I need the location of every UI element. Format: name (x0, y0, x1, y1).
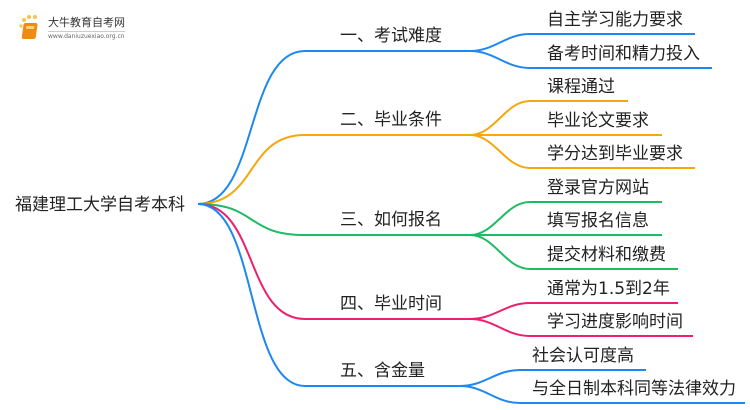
leaf-node[interactable]: 与全日制本科同等法律效力 (532, 379, 736, 399)
book-logo-icon (19, 15, 38, 39)
branch-node[interactable]: 二、毕业条件 (340, 110, 442, 130)
branch-node[interactable]: 三、如何报名 (340, 210, 442, 230)
branch-connector (197, 50, 480, 205)
branch-node[interactable]: 四、毕业时间 (340, 294, 442, 314)
logo-url: www.daniuzuexiao.org.cn (48, 30, 125, 40)
leaf-connector (469, 201, 662, 236)
branch-connector (197, 134, 480, 205)
leaf-connector (469, 33, 695, 52)
leaf-connector (469, 50, 712, 69)
leaf-node[interactable]: 毕业论文要求 (547, 111, 649, 131)
leaf-node[interactable]: 课程通过 (547, 77, 615, 97)
branch-connector (197, 203, 480, 236)
leaf-connector (459, 385, 745, 404)
leaf-node[interactable]: 登录官方网站 (547, 178, 649, 198)
branch-node[interactable]: 五、含金量 (340, 361, 425, 381)
leaf-node[interactable]: 自主学习能力要求 (547, 10, 683, 30)
leaf-node[interactable]: 填写报名信息 (547, 211, 649, 231)
root-node[interactable]: 福建理工大学自考本科 (15, 195, 185, 215)
leaf-node[interactable]: 社会认可度高 (532, 346, 634, 366)
branch-connector (197, 203, 470, 387)
leaf-connector (469, 234, 678, 270)
leaf-connector (469, 302, 678, 320)
leaf-node[interactable]: 提交材料和缴费 (547, 245, 666, 265)
logo: 大牛教育自考网 www.daniuzuexiao.org.cn (18, 14, 125, 42)
leaf-node[interactable]: 学分达到毕业要求 (547, 144, 683, 164)
leaf-node[interactable]: 备考时间和精力投入 (547, 44, 700, 64)
leaf-node[interactable]: 学习进度影响时间 (547, 312, 683, 332)
leaf-node[interactable]: 通常为1.5到2年 (547, 279, 670, 299)
leaf-connector (469, 134, 695, 169)
leaf-connector (459, 369, 646, 387)
logo-title: 大牛教育自考网 (48, 15, 125, 29)
leaf-connector (469, 318, 693, 337)
branch-node[interactable]: 一、考试难度 (340, 26, 442, 46)
branch-connector (197, 203, 480, 320)
leaf-connector (469, 100, 628, 136)
